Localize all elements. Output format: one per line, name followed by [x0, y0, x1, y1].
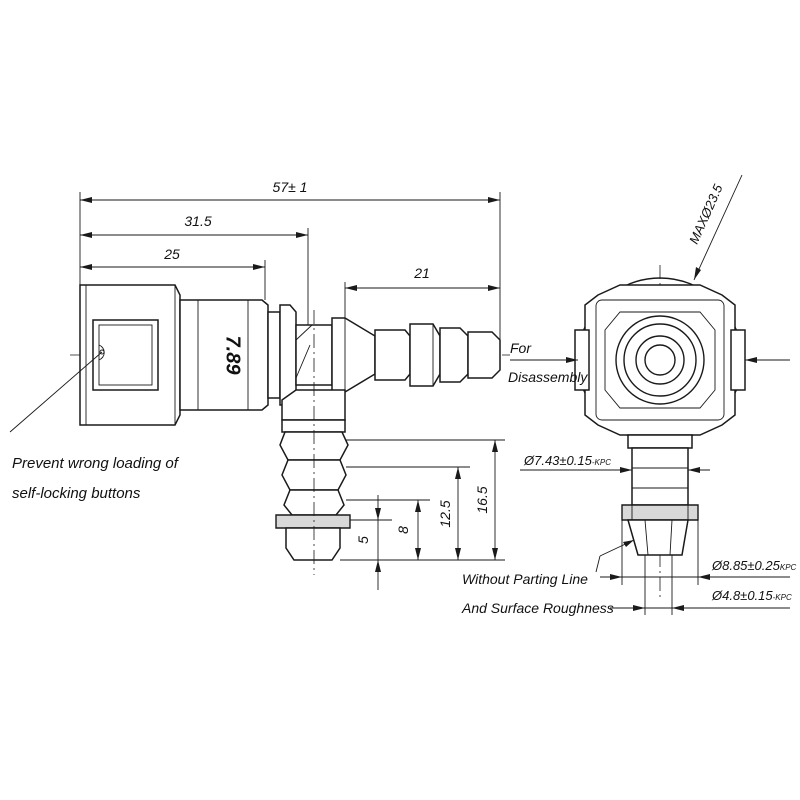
branch-flange: [275, 514, 351, 529]
locking-window: [92, 319, 159, 391]
dim-nut-length: 25: [163, 246, 180, 262]
note-parting-line2: And Surface Roughness: [461, 600, 614, 616]
dim-branch-center: 31.5: [184, 213, 211, 229]
dim-branch-small: 8: [395, 526, 411, 534]
note-parting-line1: Without Parting Line: [462, 571, 588, 587]
dimensions-vertical: 16.5 12.5 8 5: [340, 439, 505, 590]
note-prevent-line1: Prevent wrong loading of: [12, 455, 180, 472]
side-view: 7.89: [70, 284, 510, 575]
nut-front: [584, 284, 736, 436]
branch-joint: [281, 389, 346, 421]
notes: For Disassembly Prevent wrong loading of…: [9, 340, 790, 616]
connector-tube: [179, 299, 269, 411]
dim-branch-mid: 12.5: [437, 500, 453, 527]
note-disassembly-line1: For: [510, 340, 532, 356]
note-prevent-line2: self-locking buttons: [12, 485, 141, 502]
dim-barb-length: 21: [413, 265, 430, 281]
part-marking: 7.89: [222, 336, 244, 376]
front-view: [565, 265, 760, 600]
bore-circle: [644, 344, 676, 376]
barb-tip: [467, 331, 501, 379]
dim-branch-height: 16.5: [474, 486, 490, 513]
branch-front: [631, 447, 689, 506]
barb-ring-1: [331, 317, 376, 393]
dimensions-horizontal: 57± 1 31.5 25 21: [79, 179, 501, 340]
branch-tip-front: [627, 519, 689, 556]
note-disassembly-line2: Disassembly: [508, 369, 588, 385]
dim-branch-tip: 5: [355, 536, 371, 544]
branch-tip: [285, 527, 341, 561]
dim-bore-diameter: Ø4.8±0.15-KPC: [711, 588, 792, 603]
dim-overall-length: 57± 1: [273, 179, 308, 195]
dim-outer-diameter: Ø7.43±0.15-KPC: [523, 453, 611, 468]
dim-envelope-diameter: MAXØ23.5: [686, 181, 726, 246]
dim-flange-diameter: Ø8.85±0.25KPC: [711, 558, 797, 573]
